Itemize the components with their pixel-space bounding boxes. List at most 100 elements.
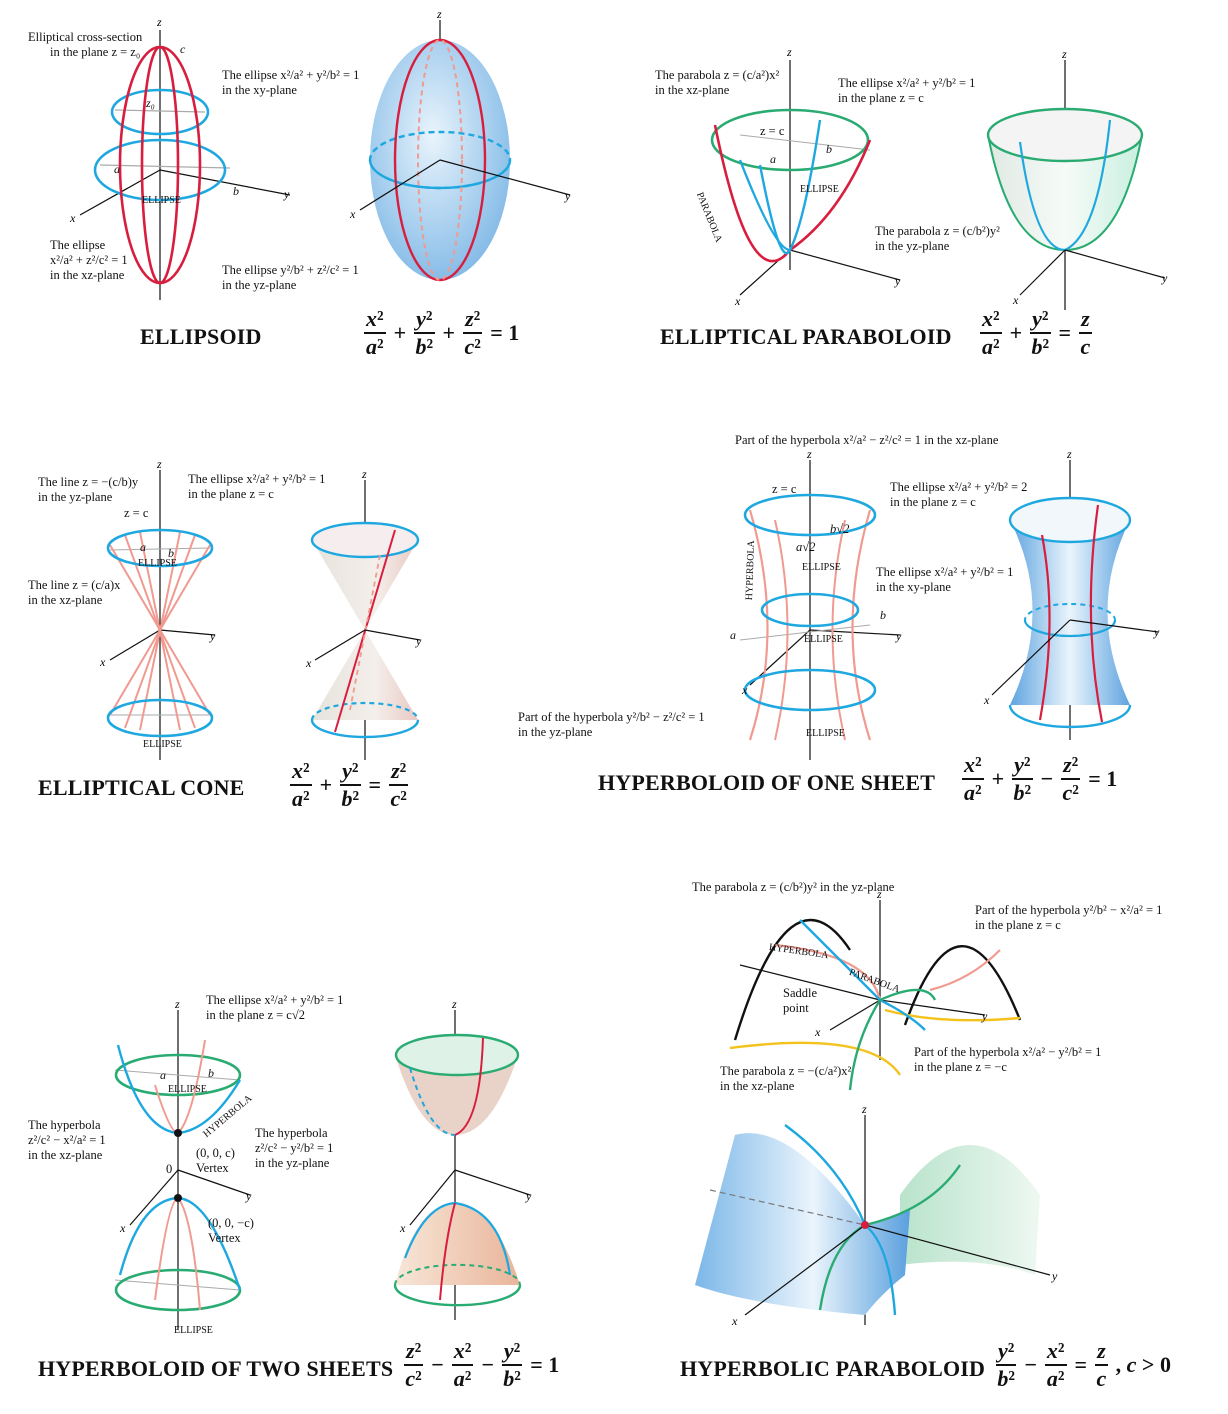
paraboloid-zc: z = c [760, 124, 785, 138]
hyp1-ellipse-word-mid: ELLIPSE [804, 634, 843, 645]
svg-text:y: y [283, 187, 290, 201]
svg-text:z: z [436, 7, 442, 21]
hyp2-a: a [160, 1068, 166, 1082]
hyp2-wireframe: z y x [114, 997, 252, 1330]
ellipsoid-z0: z₀ [146, 96, 155, 110]
saddle-title: HYPERBOLIC PARABOLOID [680, 1356, 986, 1381]
ellipsoid-title: ELLIPSOID [140, 324, 262, 349]
saddle-wireframe: z y x [729, 887, 1022, 1091]
svg-text:z: z [876, 887, 882, 901]
svg-text:y: y [1051, 1269, 1058, 1283]
svg-text:x: x [119, 1221, 126, 1235]
svg-text:x: x [734, 294, 741, 308]
hyp1-asqrt2: a√2 [796, 540, 816, 554]
svg-text:x: x [349, 207, 356, 221]
svg-text:y: y [981, 1009, 988, 1023]
hyp2-vertex-bot: (0, 0, −c)Vertex [208, 1216, 254, 1245]
hyp2-ellipse-word-top: ELLIPSE [168, 1084, 207, 1095]
svg-text:x: x [1012, 293, 1019, 307]
svg-text:z: z [861, 1102, 867, 1116]
svg-text:y: y [564, 189, 571, 203]
svg-text:y: y [245, 1189, 252, 1203]
paraboloid-wireframe: z y x [710, 45, 901, 308]
svg-text:x: x [741, 683, 748, 697]
hyp1-a: a [730, 628, 736, 642]
hyp1-ellipse-word-top: ELLIPSE [802, 562, 841, 573]
svg-text:y: y [415, 634, 422, 648]
svg-text:z: z [786, 45, 792, 59]
saddle-surface: z y x [695, 1102, 1058, 1328]
hyp2-title: HYPERBOLOID OF TWO SHEETS [38, 1356, 394, 1381]
svg-text:z: z [174, 997, 180, 1011]
svg-text:y: y [894, 274, 901, 288]
svg-text:y: y [209, 629, 216, 643]
svg-text:x: x [305, 656, 312, 670]
ellipsoid-ellipse-word: ELLIPSE [142, 195, 181, 206]
hyp1-title: HYPERBOLOID OF ONE SHEET [598, 770, 936, 795]
svg-text:x: x [983, 693, 990, 707]
svg-text:z: z [1061, 47, 1067, 61]
hyp1-b: b [880, 608, 886, 622]
cone-b: b [168, 546, 174, 560]
hyp1-xz-label: Part of the hyperbola x²/a² − z²/c² = 1 … [735, 433, 999, 447]
hyp2-b: b [208, 1066, 214, 1080]
cone-ellipse-word-bottom: ELLIPSE [143, 739, 182, 750]
paraboloid-a: a [770, 152, 776, 166]
hyp2-zero: 0 [166, 1162, 173, 1176]
hyp1-wireframe: z y x [739, 447, 902, 760]
hyp1-hyperbola-word: HYPERBOLA [743, 540, 758, 601]
saddle-yz-parabola-label: The parabola z = (c/b²)y² in the yz-plan… [692, 880, 895, 894]
svg-text:y: y [1161, 271, 1168, 285]
svg-text:x: x [731, 1314, 738, 1328]
cone-ellipse-word-top: ELLIPSE [138, 558, 177, 569]
paraboloid-surface: z y x [986, 47, 1168, 310]
hyp2-surface: z y x [393, 997, 532, 1320]
svg-text:x: x [399, 1221, 406, 1235]
ellipsoid-a: a [114, 162, 120, 176]
ellipsoid-b: b [233, 184, 239, 198]
svg-text:x: x [814, 1025, 821, 1039]
hyp2-vertex-top: (0, 0, c)Vertex [196, 1146, 235, 1175]
paraboloid-title: ELLIPTICAL PARABOLOID [660, 324, 952, 349]
ellipsoid-axis-labels: z y x [69, 15, 290, 225]
hyp1-zc: z = c [772, 482, 797, 496]
svg-text:z: z [361, 467, 367, 481]
hyp2-ellipse-word-bot: ELLIPSE [174, 1325, 213, 1336]
cone-a: a [140, 540, 146, 554]
paraboloid-b: b [826, 142, 832, 156]
cone-wireframe: z y x [99, 457, 216, 760]
svg-text:y: y [1153, 625, 1160, 639]
ellipsoid-wireframe: z y x [69, 15, 291, 300]
svg-text:z: z [156, 457, 162, 471]
paraboloid-ellipse-word: ELLIPSE [800, 184, 839, 195]
svg-text:y: y [895, 629, 902, 643]
cone-surface: z y x [305, 467, 422, 760]
cone-zc: z = c [124, 506, 149, 520]
ellipsoid-surface: z y x [349, 7, 571, 282]
